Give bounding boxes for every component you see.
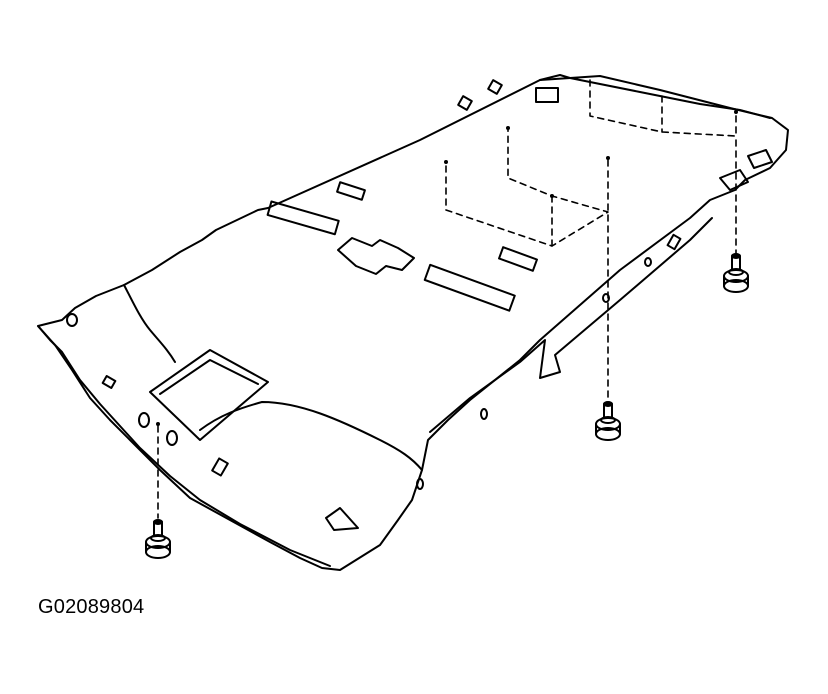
cutout-10	[487, 79, 503, 95]
clip-dot-4	[550, 194, 554, 198]
right-side-edge	[429, 217, 713, 433]
rear-access-panel-inner	[159, 359, 259, 395]
rear-contour	[123, 284, 176, 363]
cutout-8	[535, 87, 559, 103]
clip-left	[145, 519, 171, 559]
clip-dot-3	[606, 156, 610, 160]
dashed-box-1	[445, 129, 609, 247]
clip-right	[723, 253, 749, 293]
hole-7	[66, 313, 78, 327]
cutout-3	[498, 246, 538, 272]
cutout-7	[666, 233, 682, 251]
headliner-panel-outline	[37, 75, 789, 571]
hole-3	[480, 408, 488, 420]
cutout-2	[423, 263, 516, 312]
triangle-cutout	[325, 507, 359, 531]
hole-6	[166, 430, 178, 446]
cutout-6	[101, 375, 117, 389]
hole-2	[602, 293, 610, 303]
clip-middle	[595, 401, 621, 441]
clip-dot-6	[156, 422, 160, 426]
grab-handle-mount	[337, 237, 415, 275]
headliner-rear-lip	[37, 325, 331, 567]
clip-dot-5	[734, 110, 738, 114]
cutout-5	[211, 457, 229, 477]
front-right-bracket	[719, 169, 749, 191]
dashed-box-3	[589, 79, 737, 137]
clip-dot-1	[444, 160, 448, 164]
hole-4	[416, 478, 424, 490]
cutout-1	[266, 200, 340, 236]
hole-1	[644, 257, 652, 267]
cutout-4	[336, 181, 366, 201]
front-top-edge	[539, 74, 771, 119]
hole-5	[138, 412, 150, 428]
rear-access-panel	[149, 349, 269, 441]
cutout-9	[457, 95, 473, 111]
front-right-bracket-2	[747, 149, 773, 169]
hidden-lines	[157, 79, 737, 519]
clip-dot-2	[506, 126, 510, 130]
figure-code-label: G02089804	[38, 596, 145, 618]
